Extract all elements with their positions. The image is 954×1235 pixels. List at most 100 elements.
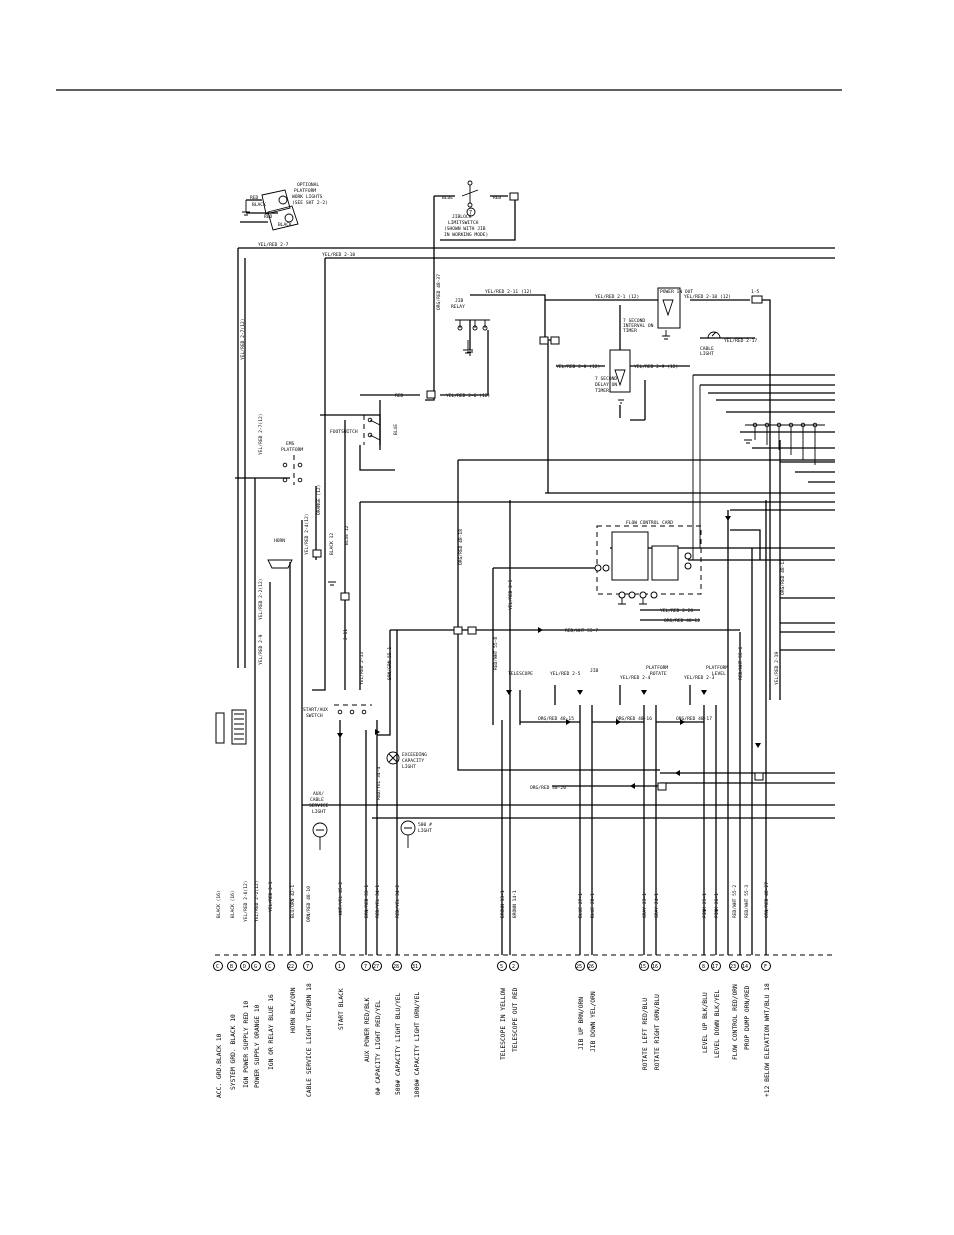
label-500lb-2: LIGHT xyxy=(418,828,432,834)
label-aux-cable-3: SERVICE xyxy=(309,803,329,809)
strip-wire-label: YEL/RED 2-1 xyxy=(268,881,274,912)
terminal-number: 17 xyxy=(712,964,718,970)
function-label: START BLACK xyxy=(338,988,345,1030)
vlabel-orgred-4813: ORG/RED 48-13 xyxy=(780,559,786,595)
function-label: CABLE SERVICE LIGHT YEL/BRN 18 xyxy=(306,983,313,1097)
terminal-number: F xyxy=(764,964,767,970)
terminal-number: 7 xyxy=(364,964,367,970)
aux-cable-service-light-icon xyxy=(312,822,328,850)
strip-wire-label: BRN/RED 33-1 xyxy=(364,885,370,918)
terminal-number: 31 xyxy=(412,964,418,970)
function-label: +12 BELOW ELEVATION WHT/BLU 18 xyxy=(764,983,771,1097)
label-telescope: TELESCOPE xyxy=(508,671,533,677)
terminal-number: C xyxy=(268,964,271,970)
vlabel-orange-12: ORANGE (12) xyxy=(316,485,322,515)
label-jiblock-1: JIBLOCK xyxy=(452,214,472,220)
label-yelred-29: YEL/RED 2-9 (12) xyxy=(634,364,678,370)
vlabel-blue-12: BLUE 12 xyxy=(344,525,350,545)
horizontal-buses xyxy=(238,247,835,819)
vlabel-orgred-4818: ORG/RED 48-18 xyxy=(458,529,464,565)
label-cable-light-2: LIGHT xyxy=(700,351,714,357)
vlabel-redwht-558: RED/WHT 55-8 xyxy=(493,637,499,670)
label-7sec-2: INTERVAL ON xyxy=(623,323,654,329)
vlabel-blue: BLUE xyxy=(393,424,399,435)
label-aux-cable-2: CABLE xyxy=(310,797,324,803)
terminal-number: 2 xyxy=(512,964,515,970)
strip-wire-labels: BLACK (16) BLACK (16) YEL/RED 2-6(12) YE… xyxy=(216,881,770,923)
flow-control-card-inner-left xyxy=(611,531,649,581)
function-label: 0# CAPACITY LIGHT RED/YEL xyxy=(375,1000,382,1095)
terminal-number: 25 xyxy=(576,964,582,970)
label-cable-light-1: CABLE xyxy=(700,346,714,352)
svg-text:7: 7 xyxy=(469,210,472,216)
function-label: ROTATE LEFT RED/BLU xyxy=(642,998,649,1070)
timer-triangle-icons xyxy=(614,299,674,387)
label-platform-level-1: PLATFORM xyxy=(706,665,728,671)
terminal-number: C xyxy=(216,964,219,970)
label-horn: HORN xyxy=(274,538,285,544)
label-optional-lights-3: WORK LIGHTS xyxy=(292,194,323,200)
exceeding-capacity-light-icon xyxy=(386,751,400,765)
function-label: JIB DOWN YEL/ORN xyxy=(590,991,597,1052)
label-exceeding-1: EXCEEDING xyxy=(402,752,427,758)
terminal-number: 27 xyxy=(373,964,379,970)
key-switch-contacts xyxy=(234,713,244,740)
terminal-circles xyxy=(213,961,771,971)
label-orgred-4812: ORG/RED 48-12 xyxy=(664,618,700,624)
label-yelred-217: YEL/RED 2-17 xyxy=(724,338,757,344)
strip-wire-label: PINK 26-1 xyxy=(714,893,720,918)
vlabel-yelred-24-12: YEL/RED 2-4(12) xyxy=(304,514,310,556)
terminal-number: 22 xyxy=(288,964,294,970)
label-orgred-4816: ORG/RED 48-16 xyxy=(616,716,652,722)
label-start-aux-1: START/AUX xyxy=(303,707,328,713)
function-label: AUX POWER RED/BLK xyxy=(364,997,371,1062)
function-label: TELESCOPE OUT RED xyxy=(512,987,519,1052)
label-delay-1: 7 SECOND xyxy=(595,376,617,382)
500-lb-light-icon xyxy=(400,820,416,848)
strip-wire-label: RED/WHT 55-3 xyxy=(744,885,750,918)
vlabel-yelred-219: YEL/RED 2-19 xyxy=(774,652,780,685)
label-jib: JIB xyxy=(590,668,599,674)
function-label: POWER SUPPLY ORANGE 10 xyxy=(254,1004,261,1088)
label-black-1: BLACK xyxy=(252,202,266,208)
ems-platform-switch-icon xyxy=(282,455,303,485)
label-aux-cable-4: LIGHT xyxy=(312,809,326,815)
label-ems-1: EMS xyxy=(286,441,295,447)
label-black-2: BLACK xyxy=(278,222,292,228)
function-label: HORN BLK/ORN xyxy=(290,987,297,1033)
terminal-number: 7 xyxy=(306,964,309,970)
label-platform-level-2: LEVEL xyxy=(712,671,726,677)
vlabel-yelred-25: YEL/RED 2-5 xyxy=(508,579,514,610)
label-red-jib: RED xyxy=(493,195,502,201)
label-yelred-210: YEL/RED 2-10 xyxy=(322,252,355,258)
label-jiblock-2: LIMITSWITCH xyxy=(448,220,479,226)
label-start-aux-2: SWITCH xyxy=(306,713,323,719)
label-red-1: RED xyxy=(250,195,259,201)
top-wiring xyxy=(235,195,771,700)
label-delay-3: TIMER xyxy=(595,388,609,394)
terminal-number: 15 xyxy=(640,964,646,970)
label-yelred-220: YEL/RED 2-20 xyxy=(660,608,693,614)
label-7sec-3: TIMER xyxy=(623,328,637,334)
strip-wire-label: ORN/RED 48-10 xyxy=(306,886,312,922)
strip-wire-label: YEL/RED 2-2(12) xyxy=(254,881,260,923)
label-flow-card: FLOW CONTROL CARD xyxy=(626,520,673,526)
label-orgred-4820: ORG/RED 48-20 xyxy=(530,785,566,791)
platform-lights-icon xyxy=(242,189,299,231)
label-500lb-1: 500 # xyxy=(418,822,432,828)
strip-wire-label: PINK 25-1 xyxy=(702,893,708,918)
function-label: PROP DUMP ORN/RED xyxy=(744,985,751,1050)
label-yelred-210b: YEL/RED 2-10 (12) xyxy=(684,294,731,300)
terminal-number: 26 xyxy=(588,964,594,970)
flow-control-card-outline xyxy=(596,525,702,595)
flow-control-card-inner-right xyxy=(651,545,679,581)
label-1-5: 1-5 xyxy=(751,289,760,295)
label-blue-jib: BLUE xyxy=(442,195,453,201)
connector-tags xyxy=(312,192,764,791)
function-label: TELESCOPE IN YELLOW xyxy=(500,988,507,1060)
footswitch-icon xyxy=(363,415,381,445)
label-platform-rotate-2: ROTATE xyxy=(650,671,667,677)
strip-wire-label: BROWN 13-1 xyxy=(500,890,506,918)
label-aux-cable-1: AUX/ xyxy=(313,791,324,797)
